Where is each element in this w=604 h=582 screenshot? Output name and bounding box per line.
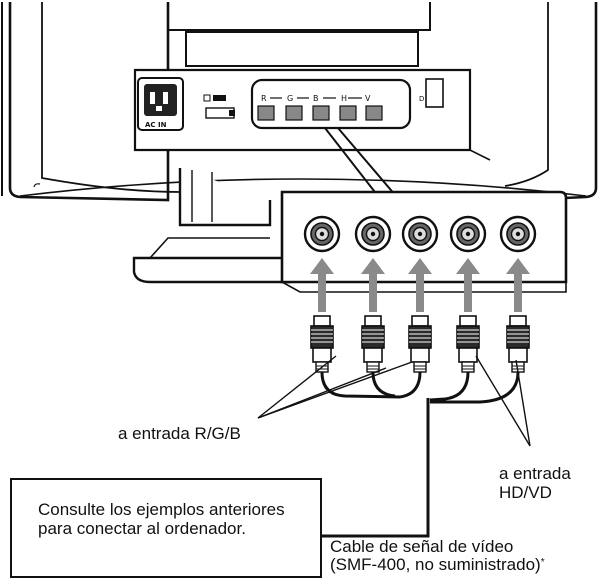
- note-box: Consulte los ejemplos anteriores para co…: [10, 478, 322, 578]
- bnc-panel-enlarged: [280, 190, 568, 293]
- panel-connectors: [203, 78, 444, 121]
- bnc-plugs: [310, 315, 530, 373]
- insert-arrows: [310, 258, 530, 312]
- hdvd-pointer-lines: [475, 355, 531, 447]
- cable-asterisk: *: [540, 557, 545, 568]
- video-cable: [320, 371, 520, 538]
- label-g: G: [287, 94, 293, 103]
- connector-highlight: [250, 78, 412, 130]
- zoom-lines: [324, 127, 397, 197]
- rgb-input-label: a entrada R/G/B: [118, 424, 241, 443]
- label-h: H: [341, 94, 347, 103]
- label-d: D: [419, 95, 424, 103]
- label-v: V: [365, 94, 371, 103]
- monitor-body: [1, 2, 598, 202]
- label-b: B: [313, 94, 319, 103]
- hdvd-input-label-line1: a entrada: [499, 464, 571, 483]
- monitor-stand: [132, 168, 292, 284]
- cable-label-model: (SMF-400, no suministrado): [330, 555, 541, 574]
- hdvd-input-label-line2: HD/VD: [499, 483, 552, 502]
- rgb-pointer-lines: [257, 355, 413, 419]
- cable-callout: Cable de señal de vídeo (SMF-400, no sum…: [330, 538, 545, 574]
- ac-in-socket: [137, 77, 184, 131]
- note-text: Consulte los ejemplos anteriores para co…: [38, 500, 285, 538]
- cable-label-line2: (SMF-400, no suministrado)*: [330, 556, 545, 574]
- rear-panel: [133, 2, 491, 161]
- label-r: R: [261, 94, 267, 103]
- cable-label-line1: Cable de señal de vídeo: [330, 537, 514, 556]
- ac-in-label: AC IN: [145, 121, 167, 129]
